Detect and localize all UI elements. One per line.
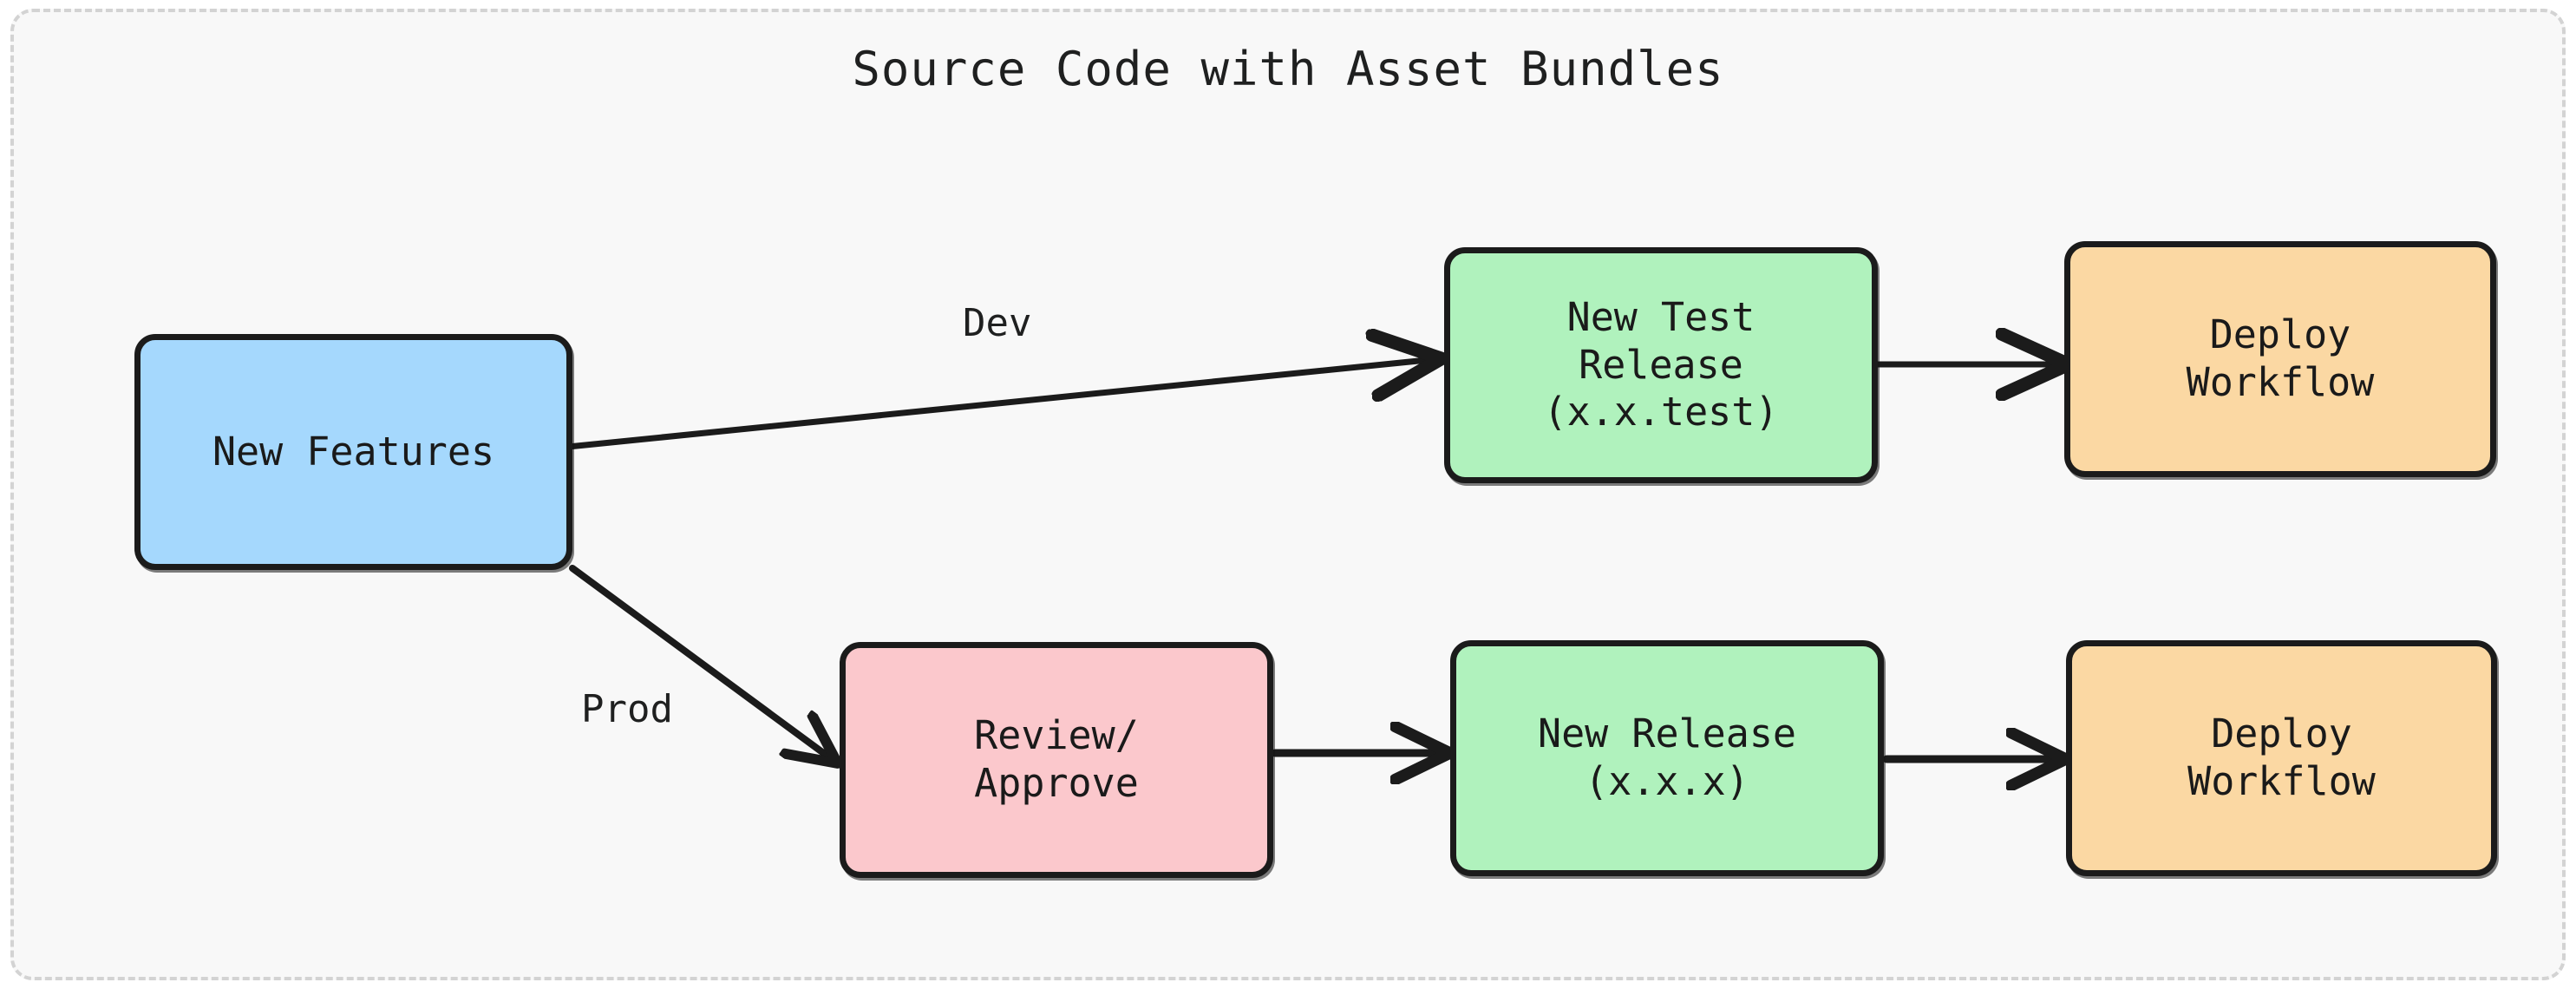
node-new-test-release[interactable]: New Test Release (x.x.test): [1444, 247, 1878, 483]
node-new-features-label: New Features: [212, 428, 495, 475]
edge-label-dev: Dev: [954, 299, 1041, 347]
node-deploy-workflow-prod[interactable]: Deploy Workflow: [2066, 640, 2497, 876]
node-review-approve-label: Review/ Approve: [974, 712, 1139, 806]
node-new-features[interactable]: New Features: [134, 334, 572, 570]
diagram-title: Source Code with Asset Bundles: [852, 42, 1724, 96]
edge-label-prod: Prod: [572, 685, 682, 733]
node-deploy-workflow-prod-label: Deploy Workflow: [2187, 711, 2376, 804]
node-new-test-release-label: New Test Release (x.x.test): [1543, 293, 1779, 436]
node-deploy-workflow-test[interactable]: Deploy Workflow: [2064, 241, 2496, 477]
node-deploy-workflow-test-label: Deploy Workflow: [2186, 311, 2375, 405]
node-new-release[interactable]: New Release (x.x.x): [1450, 640, 1884, 876]
node-review-approve[interactable]: Review/ Approve: [840, 642, 1273, 878]
node-new-release-label: New Release (x.x.x): [1537, 711, 1796, 804]
